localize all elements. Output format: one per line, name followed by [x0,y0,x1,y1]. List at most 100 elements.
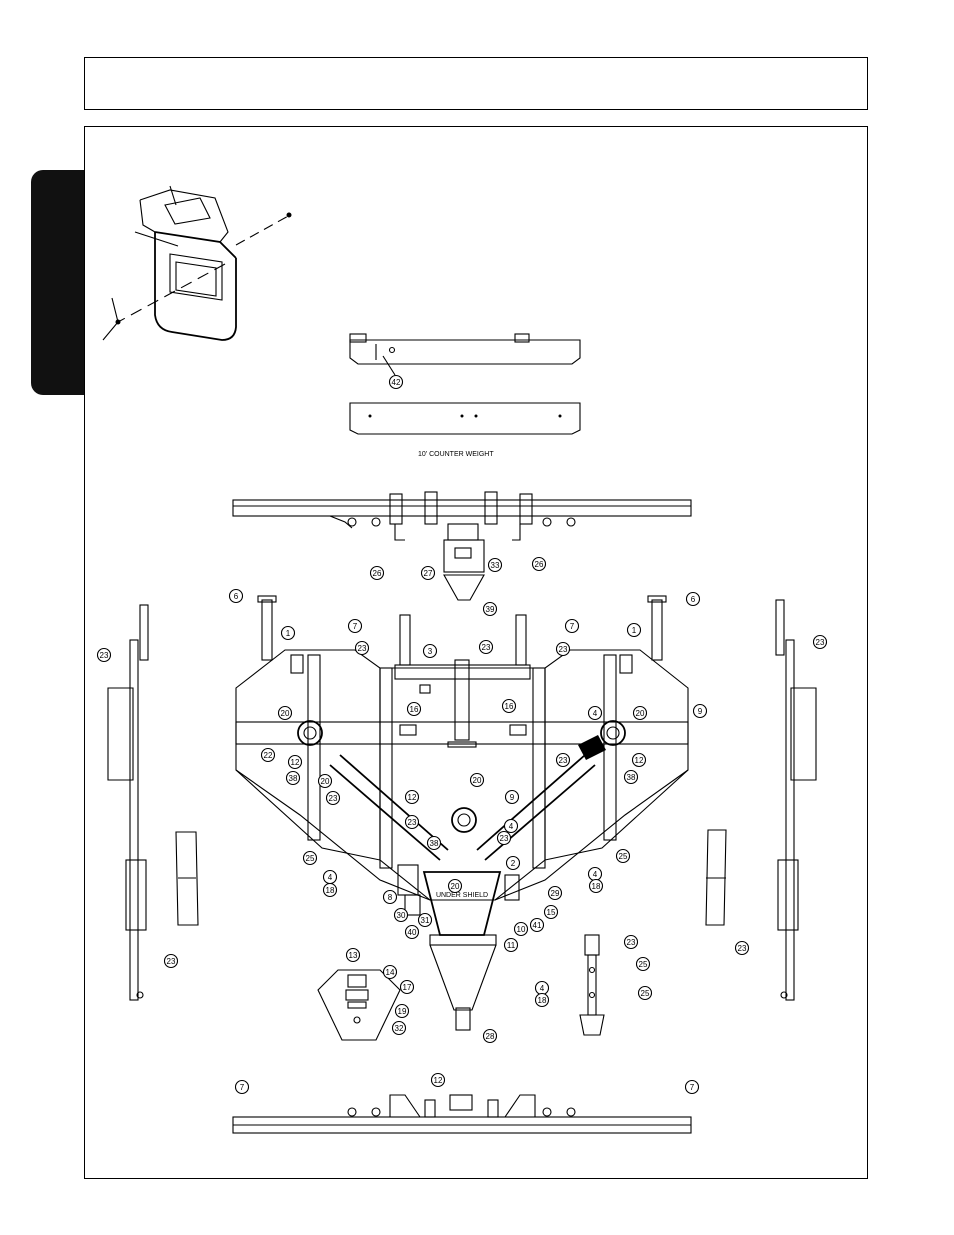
callout-label: 7 [353,622,358,631]
callout-c40: 40 [404,924,420,940]
callout-c38b: 38 [623,769,639,785]
callout-label: 1 [286,629,291,638]
callout-c33: 33 [487,557,503,573]
callout-circle [505,855,521,871]
callout-c23i: 23 [404,814,420,830]
callout-circle [478,639,494,655]
callout-circle [587,705,603,721]
callout-c20d: 20 [469,772,485,788]
callout-circle [420,565,436,581]
callout-circle [469,772,485,788]
callout-circle [391,1020,407,1036]
callout-label: 12 [408,793,417,802]
callout-label: 25 [306,854,315,863]
callout-circle [422,643,438,659]
callout-circle [260,747,276,763]
callout-c17: 17 [399,979,415,995]
counter-weight-caption: 10' COUNTER WEIGHT [418,451,494,458]
callout-c7b: 7 [564,618,580,634]
callout-label: 16 [410,705,419,714]
callout-c4e: 4 [534,980,550,996]
callout-c2: 2 [505,855,521,871]
callout-c15: 15 [543,904,559,920]
callout-circle [277,705,293,721]
callout-c14: 14 [382,964,398,980]
callout-label: 4 [593,709,598,718]
callout-circle [501,698,517,714]
callout-c12a: 12 [287,754,303,770]
section-tab [31,170,85,395]
callout-label: 40 [408,928,417,937]
callout-circle [543,904,559,920]
callout-label: 20 [281,709,290,718]
callout-label: 31 [421,916,430,925]
callout-circle [417,912,433,928]
callout-label: 17 [403,983,412,992]
callout-c23b: 23 [354,640,370,656]
callout-circle [404,789,420,805]
callout-circle [404,924,420,940]
callout-label: 12 [434,1076,443,1085]
callout-label: 20 [473,776,482,785]
callout-c12d: 12 [430,1072,446,1088]
callout-circle [287,754,303,770]
callout-c4c: 4 [322,869,338,885]
callout-label: 3 [428,647,433,656]
callout-c7a: 7 [347,618,363,634]
callout-c32: 32 [391,1020,407,1036]
callout-label: 10 [517,925,526,934]
callout-circle [547,885,563,901]
callout-label: 6 [691,595,696,604]
callout-circle [447,878,463,894]
callout-label: 1 [632,626,637,635]
callout-c7d: 7 [684,1079,700,1095]
callout-label: 25 [641,989,650,998]
callout-label: 4 [540,984,545,993]
callout-c27: 27 [420,565,436,581]
right-side-view [705,599,817,1001]
callout-circle [394,1003,410,1019]
callout-circle [354,640,370,656]
callout-c26b: 26 [531,556,547,572]
callout-label: 4 [509,822,514,831]
drive-shaft-detail [579,934,605,1036]
callout-circle [503,818,519,834]
callout-circle [369,565,385,581]
counter-weight-drawing: 10' COUNTER WEIGHT [349,333,581,458]
callout-circle [692,703,708,719]
callout-label: 23 [167,957,176,966]
callout-label: 23 [627,938,636,947]
callout-circle [317,773,333,789]
callout-circle [426,835,442,851]
callout-c26a: 26 [369,565,385,581]
callout-c3: 3 [422,643,438,659]
callout-label: 16 [505,702,514,711]
callout-label: 23 [500,834,509,843]
callout-circle [388,374,404,390]
callout-c1a: 1 [280,625,296,641]
callout-label: 8 [388,893,393,902]
callout-circle [623,934,639,950]
callout-label: 18 [326,886,335,895]
callout-label: 26 [535,560,544,569]
callout-circle [588,878,604,894]
callout-circle [564,618,580,634]
callout-label: 26 [373,569,382,578]
callout-c23j: 23 [496,830,512,846]
callout-circle [503,937,519,953]
callout-circle [430,1072,446,1088]
callout-c20e: 20 [447,878,463,894]
callout-circle [482,601,498,617]
callout-c23e: 23 [812,634,828,650]
callout-c18a: 18 [322,882,338,898]
callout-label: 19 [398,1007,407,1016]
callout-label: 32 [395,1024,404,1033]
callout-c4d: 4 [587,866,603,882]
callout-label: 33 [491,561,500,570]
callout-label: 23 [100,651,109,660]
callout-circle [322,882,338,898]
callout-c25c: 25 [635,956,651,972]
callout-circle [234,1079,250,1095]
callout-c22: 22 [260,747,276,763]
